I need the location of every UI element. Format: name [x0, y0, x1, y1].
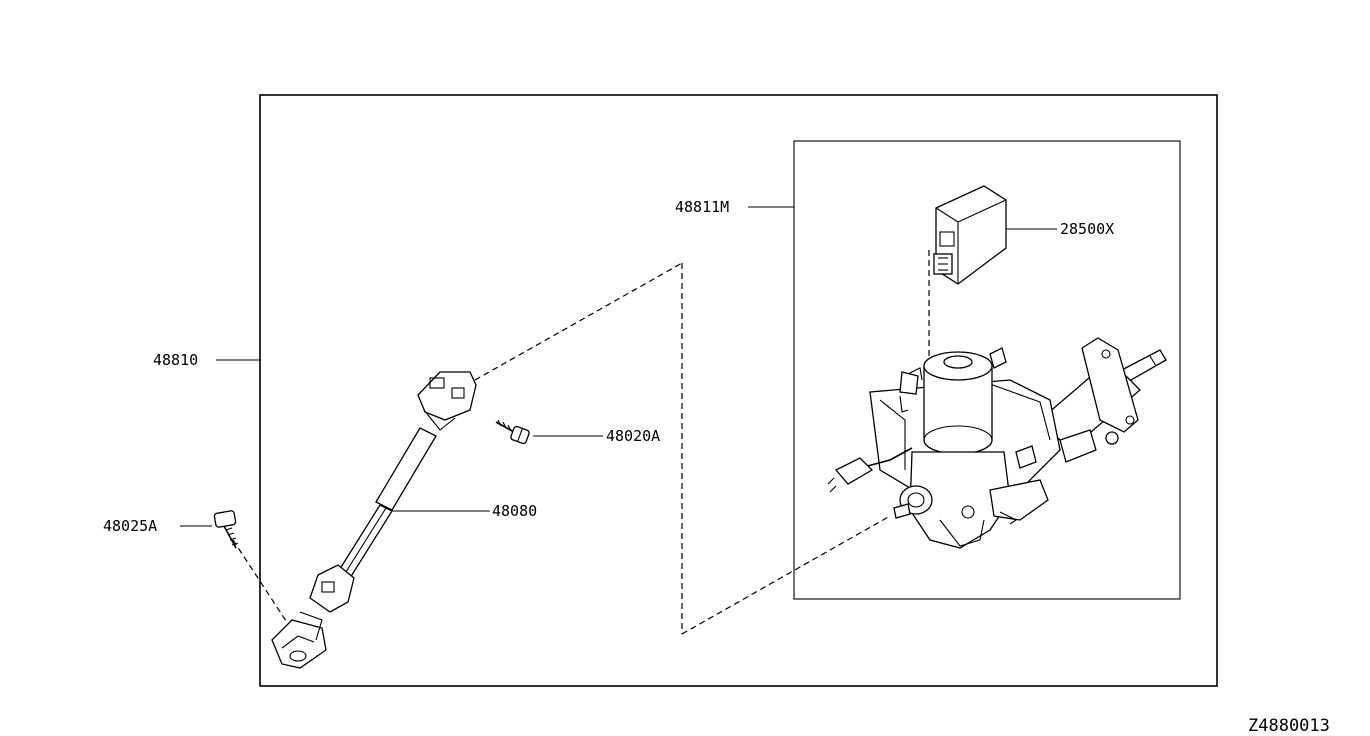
label-48811m: 48811M — [675, 198, 729, 216]
assembly-dashed-lines — [232, 250, 930, 635]
label-48810: 48810 — [153, 351, 198, 369]
bolt-48025a-icon — [213, 510, 239, 549]
outer-frame — [259, 94, 1218, 687]
label-48020a: 48020A — [606, 427, 660, 445]
label-48080: 48080 — [492, 502, 537, 520]
steering-column-icon — [827, 337, 1167, 549]
bolt-48020a-icon — [495, 419, 530, 445]
figure-code: Z4880013 — [1248, 716, 1330, 736]
lower-joint-shaft-icon — [271, 371, 477, 669]
control-unit-icon — [933, 185, 1007, 285]
inner-frame — [793, 140, 1181, 600]
label-48025a: 48025A — [103, 517, 157, 535]
label-28500x: 28500X — [1060, 220, 1114, 238]
